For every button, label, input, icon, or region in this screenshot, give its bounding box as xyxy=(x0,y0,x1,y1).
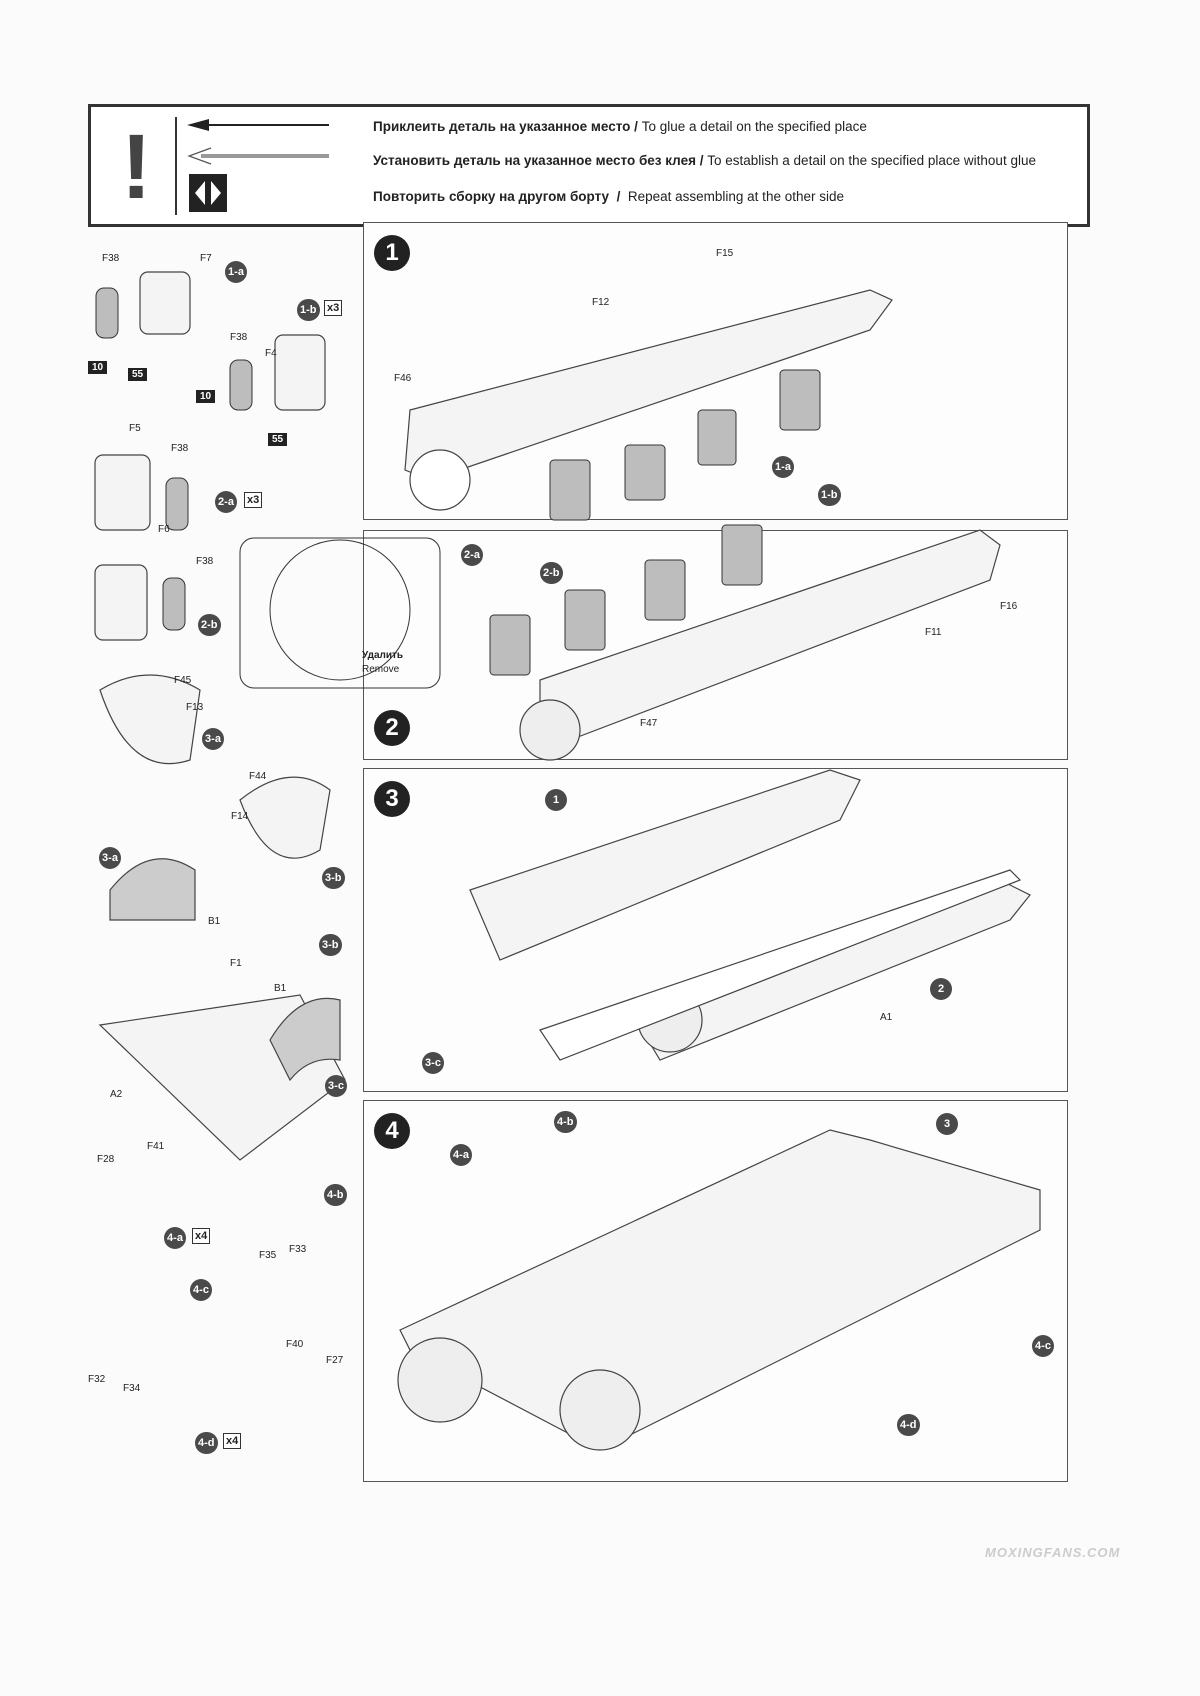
callout-badge: 2-b xyxy=(198,614,221,636)
sprue-star-icon: 10 xyxy=(88,361,108,374)
part-label: B1 xyxy=(208,916,221,927)
hull-step3-upper xyxy=(469,769,861,961)
part-label: B1 xyxy=(274,983,287,994)
callout-badge: 3-b xyxy=(322,867,345,889)
part-label: F28 xyxy=(97,1154,115,1165)
part-label: F38 xyxy=(171,443,189,454)
callout-badge: 3-a xyxy=(99,847,121,869)
quantity-box: x3 xyxy=(324,300,343,316)
sprue-star-icon: 55 xyxy=(128,368,148,381)
sprue-star-icon: 55 xyxy=(268,433,288,446)
callout-badge: 4-d xyxy=(897,1414,920,1436)
quantity-box: x4 xyxy=(192,1228,211,1244)
part-label: F45 xyxy=(174,675,192,686)
legend-box: ! Приклеить деталь на указанное место / … xyxy=(88,104,1090,227)
quantity-box: x4 xyxy=(223,1433,242,1449)
sprue-star-icon: 10 xyxy=(196,390,216,403)
inset-remove-en: Remove xyxy=(362,664,400,675)
step-number: 3 xyxy=(374,781,410,817)
part-label: F44 xyxy=(249,771,267,782)
part-label: A1 xyxy=(880,1012,893,1023)
callout-badge: 4-c xyxy=(1032,1335,1054,1357)
step-number: 2 xyxy=(374,710,410,746)
part-f13 xyxy=(99,674,201,765)
part-label: F38 xyxy=(102,253,120,264)
part-label: F16 xyxy=(1000,601,1018,612)
part-label: F32 xyxy=(88,1374,106,1385)
detail-inset xyxy=(269,539,411,681)
callout-badge: 3 xyxy=(936,1113,958,1135)
callout-badge: 3-c xyxy=(422,1052,444,1074)
callout-badge: 4-a xyxy=(164,1227,186,1249)
part-3a-dome xyxy=(109,858,196,921)
floor-a1 xyxy=(539,869,1022,1061)
part-f6 xyxy=(94,564,148,641)
part-label: F33 xyxy=(289,1244,307,1255)
legend-symbols xyxy=(187,119,329,212)
part-3b-fender xyxy=(269,997,341,1082)
callout-badge: 1-a xyxy=(772,456,794,478)
callout-badge: 1 xyxy=(545,789,567,811)
callout-badge: 4-b xyxy=(554,1111,577,1133)
part-label: F15 xyxy=(716,248,734,259)
hull-side-f12 xyxy=(404,289,893,481)
part-label: F34 xyxy=(123,1383,141,1394)
watermark: MOXINGFANS.COM xyxy=(985,1545,1121,1560)
part-label: F46 xyxy=(394,373,412,384)
part-label: A2 xyxy=(110,1089,123,1100)
part-label: F41 xyxy=(147,1141,165,1152)
callout-badge: 4-b xyxy=(324,1184,347,1206)
callout-badge: 3-a xyxy=(202,728,224,750)
part-f5 xyxy=(94,454,151,531)
part-f7 xyxy=(139,271,191,335)
part-label: F35 xyxy=(259,1250,277,1261)
part-label: F7 xyxy=(200,253,212,264)
part-label: F1 xyxy=(230,958,242,969)
part-label: F6 xyxy=(158,524,170,535)
callout-badge: 1-a xyxy=(225,261,247,283)
legend-repeat: Повторить сборку на другом борту / Repea… xyxy=(373,189,844,204)
repeat-other-side-icon xyxy=(189,174,227,212)
divider xyxy=(175,117,177,215)
callout-badge: 4-c xyxy=(190,1279,212,1301)
part-label: F38 xyxy=(230,332,248,343)
callout-badge: 2-b xyxy=(540,562,563,584)
part-label: F47 xyxy=(640,718,658,729)
part-label: F4 xyxy=(265,348,277,359)
callout-badge: 3-b xyxy=(319,934,342,956)
part-label: F14 xyxy=(231,811,249,822)
callout-badge: 4-d xyxy=(195,1432,218,1454)
part-label: F11 xyxy=(925,627,942,638)
part-f14 xyxy=(239,776,331,859)
callout-badge: 1-b xyxy=(297,299,320,321)
callout-badge: 1-b xyxy=(818,484,841,506)
quantity-box: x3 xyxy=(244,492,263,508)
glue-arrow-icon xyxy=(187,119,329,131)
step-number: 1 xyxy=(374,235,410,271)
part-label: F5 xyxy=(129,423,141,434)
step-number: 4 xyxy=(374,1113,410,1149)
part-label: F38 xyxy=(196,556,214,567)
callout-badge: 4-a xyxy=(450,1144,472,1166)
no-glue-arrow-icon xyxy=(187,147,329,165)
callout-badge: 3-c xyxy=(325,1075,347,1097)
part-f4 xyxy=(274,334,326,411)
part-label: F12 xyxy=(592,297,610,308)
inset-remove-ru: Удалить xyxy=(362,650,404,661)
hull-step4 xyxy=(399,1129,1041,1451)
legend-glue: Приклеить деталь на указанное место / To… xyxy=(373,119,867,134)
part-label: F13 xyxy=(186,702,204,713)
legend-no-glue: Установить деталь на указанное место без… xyxy=(373,153,1036,168)
callout-badge: 2 xyxy=(930,978,952,1000)
part-label: F27 xyxy=(326,1355,344,1366)
callout-badge: 2-a xyxy=(461,544,483,566)
callout-badge: 2-a xyxy=(215,491,237,513)
exclamation-icon: ! xyxy=(121,116,152,218)
part-label: F40 xyxy=(286,1339,304,1350)
